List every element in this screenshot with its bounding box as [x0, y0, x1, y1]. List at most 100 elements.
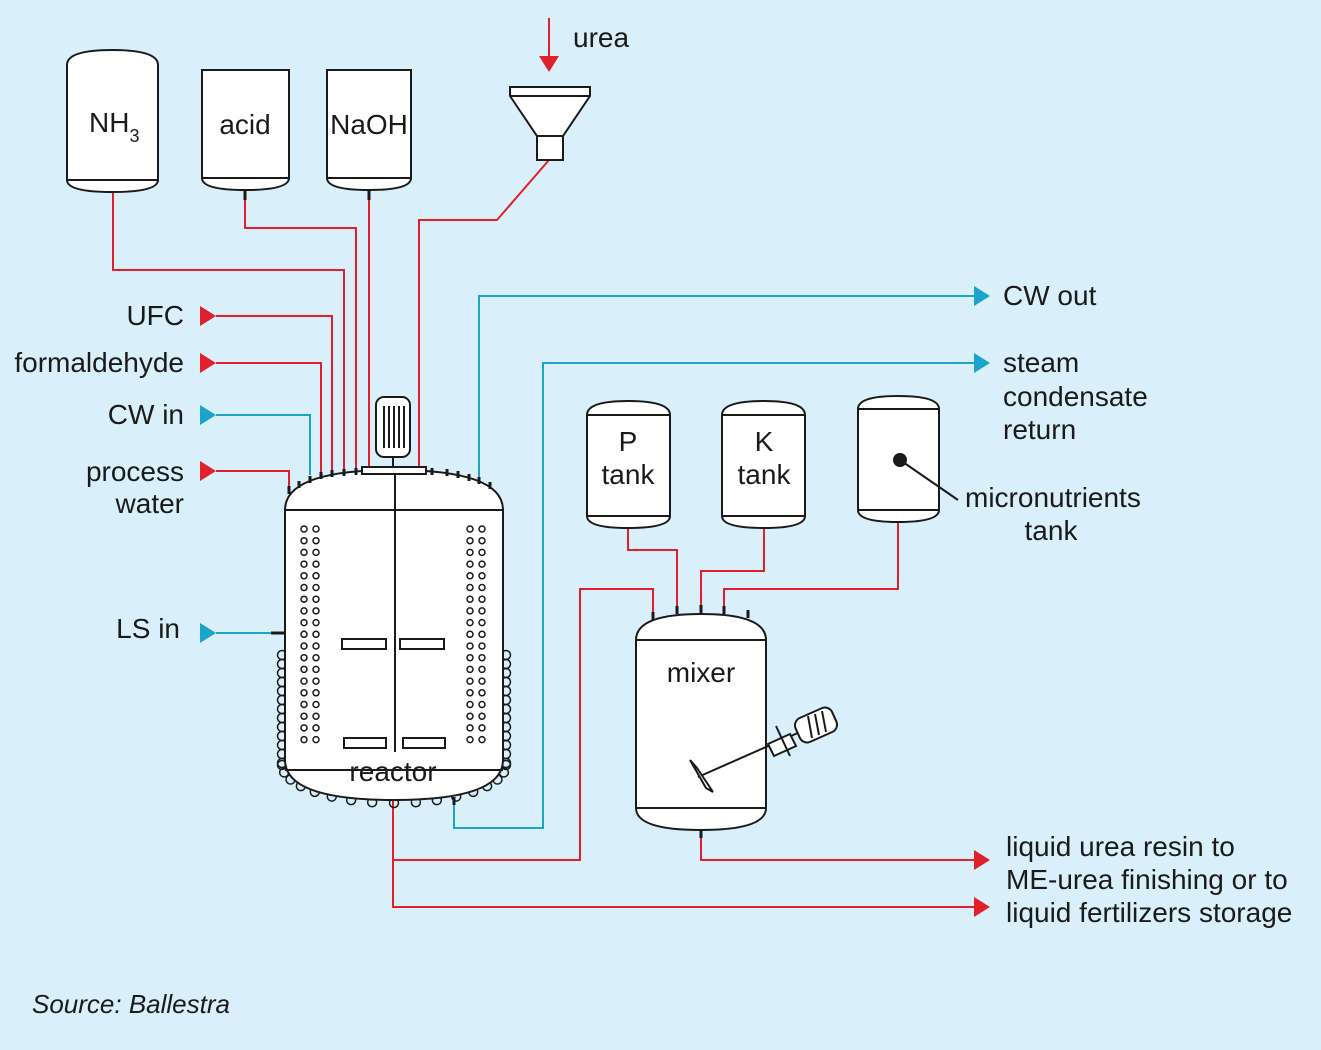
coil-dot [478, 536, 486, 545]
coil-dot [300, 560, 308, 568]
coil-dot [478, 572, 486, 580]
coil-dot [466, 735, 474, 744]
ufc-label: UFC [126, 300, 184, 331]
micronutrients-label-2: tank [1025, 515, 1079, 546]
urea-hopper: urea [509, 22, 629, 161]
coil-dot [300, 653, 308, 662]
micronutrients-line [723, 522, 899, 609]
coil-dot [300, 595, 308, 603]
formaldehyde-feed-line [216, 362, 322, 472]
coil-dot [466, 618, 474, 627]
coil-dot [300, 525, 308, 533]
coil-dot [466, 724, 474, 732]
process-water-label-1: process [86, 456, 184, 487]
steam-condensate-line [453, 362, 974, 829]
coil-dot [312, 536, 320, 545]
coil-dot [312, 689, 320, 697]
ls-in-arrow [200, 623, 216, 643]
coil-dot [478, 607, 486, 615]
coil-dot [300, 607, 308, 615]
urea-feed-line [418, 159, 550, 470]
steam-condensate-label-3: return [1003, 414, 1076, 445]
coil-dot [300, 689, 308, 697]
coil-dot [300, 548, 308, 557]
source-caption: Source: Ballestra [32, 989, 230, 1019]
coil-dot [312, 607, 320, 615]
coil-dot [478, 677, 486, 685]
coil-dot [466, 607, 474, 615]
coil-dot [300, 642, 308, 650]
micronutrients-label-1: micronutrients [965, 482, 1141, 513]
coil-dot [312, 653, 320, 662]
coil-dot [466, 560, 474, 568]
coil-dot [466, 712, 474, 720]
coil-dot [478, 700, 486, 709]
mixer-outlet-line [700, 836, 974, 861]
cw-in-arrow [200, 405, 216, 425]
coil-dot [478, 712, 486, 720]
cw-out-line [478, 295, 974, 478]
cw-out-label: CW out [1003, 280, 1097, 311]
coil-dot [478, 560, 486, 568]
coil-dot [466, 630, 474, 639]
reactor-to-mixer-line [392, 588, 654, 861]
p-tank-label-1: P [619, 426, 638, 457]
coil-dot [478, 653, 486, 662]
process-lines [112, 18, 990, 917]
product-label-2: ME-urea finishing or to [1006, 864, 1288, 895]
feed-labels: UFC formaldehyde CW in process water LS … [14, 300, 184, 644]
coil-dot [478, 618, 486, 627]
coil-dot [478, 525, 486, 533]
coil-dot [478, 595, 486, 603]
k-tank-label-1: K [755, 426, 774, 457]
coil-dot [478, 642, 486, 650]
output-labels: CW out steam condensate return liquid ur… [1003, 280, 1292, 928]
coil-dot [478, 735, 486, 744]
coil-dot [466, 665, 474, 674]
coil-dot [312, 560, 320, 568]
coil-dot [466, 583, 474, 592]
micronutrients-tank: micronutrients tank [857, 394, 1141, 546]
reactor-top-nozzles [271, 468, 492, 805]
coil-dot [312, 642, 320, 650]
coil-dot [300, 665, 308, 674]
process-water-arrow [200, 461, 216, 481]
coil-dot [300, 536, 308, 545]
coil-dot [312, 677, 320, 685]
coil-dot [312, 665, 320, 674]
coil-dot [312, 572, 320, 580]
coil-dot [466, 536, 474, 545]
product-label-1: liquid urea resin to [1006, 831, 1235, 862]
coil-dot [478, 689, 486, 697]
ufc-arrow [200, 306, 216, 326]
mixer-side-agitator [689, 706, 838, 793]
process-water-label-2: water [115, 488, 184, 519]
steam-condensate-arrow [974, 353, 990, 373]
naoh-label: NaOH [330, 109, 408, 140]
ls-in-label: LS in [116, 613, 180, 644]
coil-dot [312, 712, 320, 720]
nh3-label: NH [89, 107, 129, 138]
coil-dot [478, 548, 486, 557]
coil-dot [312, 525, 320, 533]
coil-dot [300, 618, 308, 627]
formaldehyde-label: formaldehyde [14, 347, 184, 378]
coil-dot [312, 700, 320, 709]
steam-condensate-label-1: steam [1003, 347, 1079, 378]
reactor-to-storage-arrow [974, 897, 990, 917]
reactor-label: reactor [349, 756, 436, 787]
coil-dot [466, 595, 474, 603]
coil-dot [300, 700, 308, 709]
k-tank-label-2: tank [738, 459, 792, 490]
coil-dot [478, 630, 486, 639]
mixer: mixer [635, 605, 838, 838]
reactor-to-storage-line [392, 860, 974, 908]
coil-dot [312, 548, 320, 557]
coil-dot [312, 618, 320, 627]
coil-dot [300, 583, 308, 592]
mixer-label: mixer [667, 657, 735, 688]
coil-dot [300, 712, 308, 720]
nh3-feed-line [112, 192, 345, 470]
k-tank: K tank [721, 399, 806, 530]
